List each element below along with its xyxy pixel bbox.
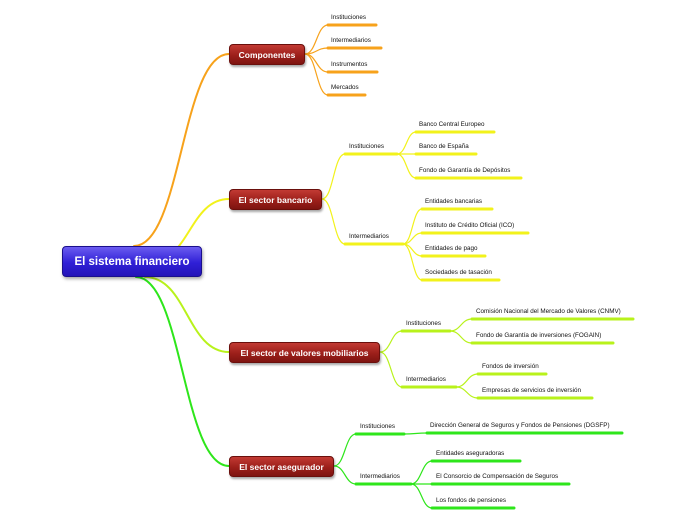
leaf-empresas-servicios[interactable]: Empresas de servicios de inversión: [482, 387, 582, 394]
link-asegurador-leaf: [403, 432, 428, 435]
link-asegurador-leaf: [410, 483, 433, 509]
link-valores-leaf: [455, 373, 479, 388]
link-valores-group: [379, 330, 403, 353]
link-asegurador-leaf: [410, 460, 433, 485]
subtopic-asegurador-intermediarios[interactable]: Intermediarios: [360, 473, 400, 480]
link-central-componentes: [133, 53, 230, 247]
leaf-fondos-inversion[interactable]: Fondos de inversión: [482, 363, 539, 370]
leaf-entidades-aseguradoras[interactable]: Entidades aseguradoras: [436, 450, 505, 457]
subtopic-valores-intermediarios[interactable]: Intermediarios: [406, 376, 446, 383]
leaf-entidades-bancarias[interactable]: Entidades bancarias: [425, 198, 483, 205]
leaf-componentes-instrumentos[interactable]: Instrumentos: [331, 61, 368, 68]
link-componentes-leaf: [304, 53, 329, 96]
leaf-dgsfp[interactable]: Dirección General de Seguros y Fondos de…: [430, 422, 610, 429]
branch-sector-valores[interactable]: El sector de valores mobiliarios: [229, 342, 380, 363]
branch-sector-bancario[interactable]: El sector bancario: [229, 189, 322, 210]
link-asegurador-group: [333, 433, 357, 467]
leaf-componentes-instituciones[interactable]: Instituciones: [331, 14, 367, 21]
link-central-valores: [144, 276, 230, 353]
leaf-fgd[interactable]: Fondo de Garantía de Depósitos: [419, 167, 511, 174]
link-bancario-leaf: [396, 153, 417, 179]
leaf-componentes-intermediarios[interactable]: Intermediarios: [331, 37, 371, 44]
link-bancario-group: [321, 153, 346, 200]
link-asegurador-group: [333, 465, 357, 485]
leaf-fondos-pensiones[interactable]: Los fondos de pensiones: [436, 497, 507, 504]
leaf-fogain[interactable]: Fondo de Garantía de inversiones (FOGAIN…: [476, 332, 602, 339]
branch-componentes[interactable]: Componentes: [229, 44, 305, 65]
link-central-asegurador: [135, 276, 230, 467]
leaf-entidades-pago[interactable]: Entidades de pago: [425, 245, 478, 252]
link-bancario-leaf: [396, 131, 417, 155]
leaf-cnmv[interactable]: Comisión Nacional del Mercado de Valores…: [476, 308, 621, 315]
leaf-banco-espana[interactable]: Banco de España: [419, 143, 469, 150]
subtopic-asegurador-instituciones[interactable]: Instituciones: [360, 423, 396, 430]
link-bancario-group: [321, 198, 346, 245]
branch-sector-asegurador[interactable]: El sector asegurador: [229, 456, 334, 477]
link-valores-leaf: [449, 330, 473, 344]
leaf-bce[interactable]: Banco Central Europeo: [419, 121, 485, 128]
link-bancario-leaf: [402, 243, 423, 281]
leaf-consorcio[interactable]: El Consorcio de Compensación de Seguros: [436, 473, 559, 480]
link-valores-group: [379, 351, 403, 388]
link-bancario-leaf: [402, 208, 423, 245]
link-componentes-leaf: [304, 53, 329, 73]
subtopic-bancario-intermediarios[interactable]: Intermediarios: [349, 233, 389, 240]
leaf-sociedades-tasacion[interactable]: Sociedades de tasación: [425, 269, 492, 276]
leaf-ico[interactable]: Instituto de Crédito Oficial (ICO): [425, 222, 515, 229]
central-topic[interactable]: El sistema financiero: [62, 246, 202, 277]
link-valores-leaf: [449, 318, 473, 332]
subtopic-valores-instituciones[interactable]: Instituciones: [406, 320, 442, 327]
leaf-componentes-mercados[interactable]: Mercados: [331, 84, 359, 91]
subtopic-bancario-instituciones[interactable]: Instituciones: [349, 143, 385, 150]
link-valores-leaf: [455, 386, 479, 399]
link-componentes-leaf: [304, 24, 329, 55]
